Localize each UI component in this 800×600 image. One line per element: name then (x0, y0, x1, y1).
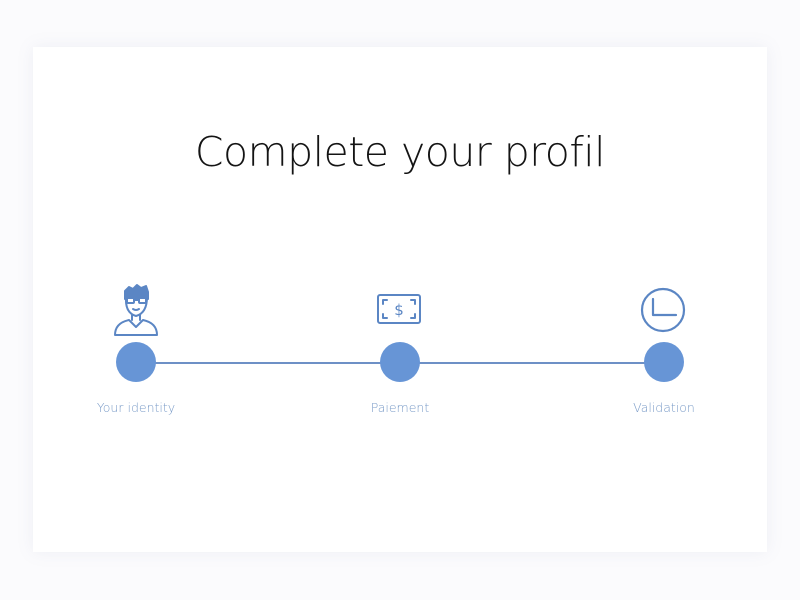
svg-text:$: $ (394, 301, 404, 319)
step-validation-label[interactable]: Validation (633, 400, 695, 415)
step-validation-node[interactable] (644, 342, 684, 382)
user-avatar-icon (111, 283, 161, 339)
page-title: Complete your profil (194, 128, 606, 176)
step-payment-node[interactable] (380, 342, 420, 382)
clock-icon (638, 283, 688, 339)
step-payment-label[interactable]: Paiement (370, 400, 430, 415)
step-identity-label[interactable]: Your identity (96, 400, 176, 415)
step-identity-node[interactable] (116, 342, 156, 382)
dollar-bill-icon: $ (374, 283, 424, 339)
